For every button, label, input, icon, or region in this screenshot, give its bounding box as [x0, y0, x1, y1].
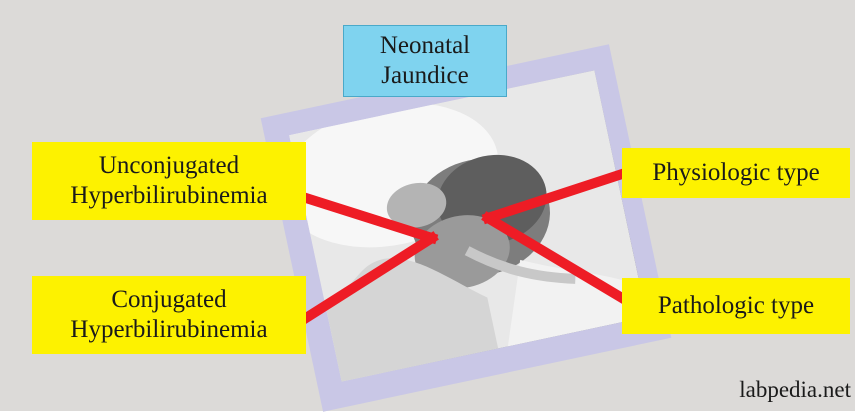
label-unconjugated-hyperbilirubinemia: Unconjugated Hyperbilirubinemia [32, 142, 306, 220]
label-line: Physiologic type [652, 158, 819, 188]
connector-unconjugated [306, 198, 432, 238]
watermark: labpedia.net [739, 377, 851, 403]
connector-pathologic [488, 218, 622, 298]
label-line: Hyperbilirubinemia [70, 181, 267, 211]
title-line-1: Neonatal [380, 31, 470, 61]
label-pathologic-type: Pathologic type [622, 278, 850, 334]
label-line: Pathologic type [658, 291, 814, 321]
label-conjugated-hyperbilirubinemia: Conjugated Hyperbilirubinemia [32, 276, 306, 354]
label-line: Hyperbilirubinemia [70, 315, 267, 345]
title-line-2: Jaundice [381, 61, 468, 91]
title-box: Neonatal Jaundice [343, 25, 507, 97]
label-physiologic-type: Physiologic type [622, 148, 850, 198]
connector-conjugated [306, 238, 432, 318]
label-line: Conjugated [111, 285, 226, 315]
connector-physiologic [488, 174, 622, 218]
label-line: Unconjugated [99, 151, 239, 181]
